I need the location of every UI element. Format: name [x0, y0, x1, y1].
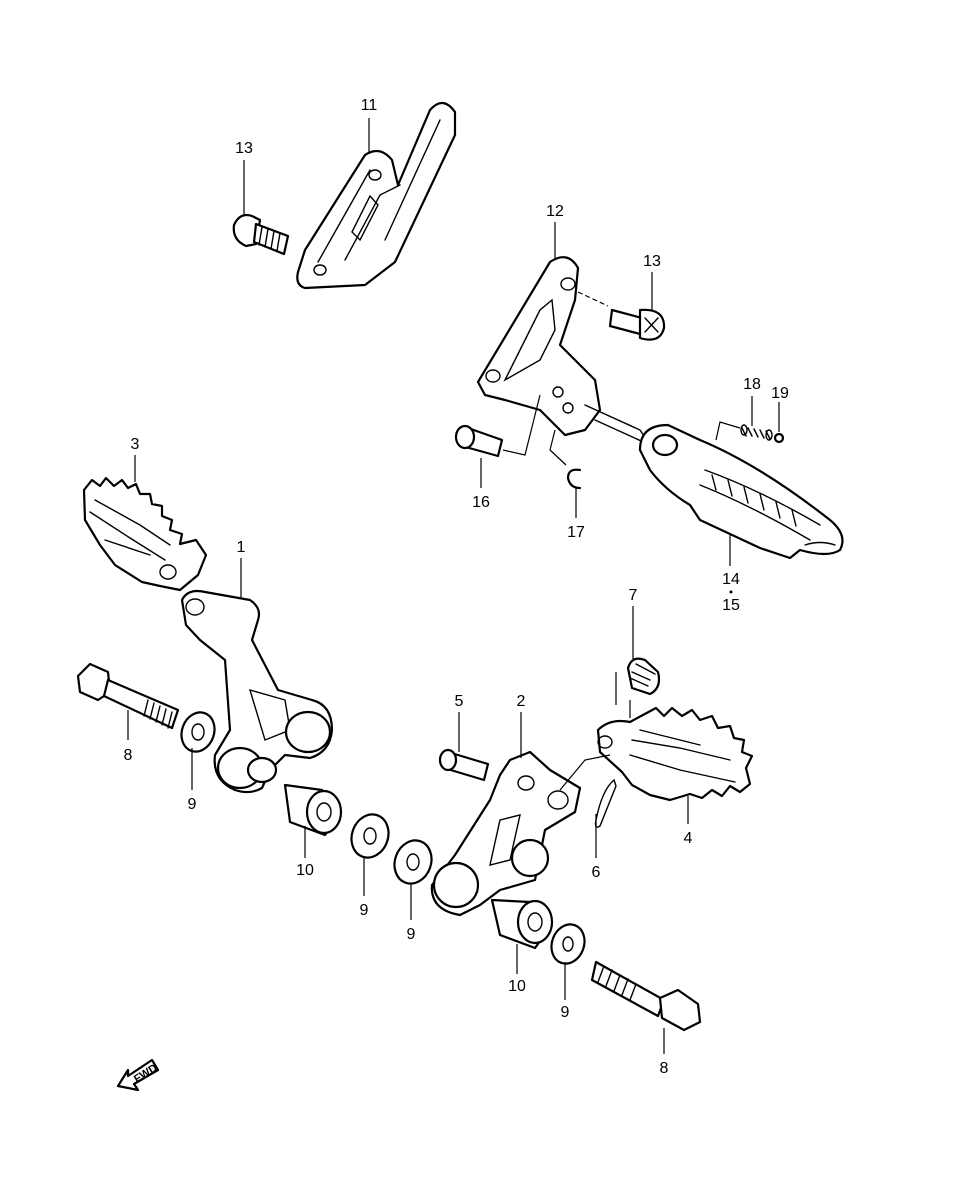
bushing-10-right-part [490, 898, 554, 950]
spring-7-part [615, 657, 661, 718]
e-clip-17-part [549, 429, 582, 490]
callout-19: 19 [771, 385, 789, 402]
callout-16: 16 [472, 494, 490, 511]
bolt-13-right-part [608, 308, 666, 341]
right-footrest-bracket-part [476, 256, 652, 447]
callout-9-a: 9 [188, 796, 197, 813]
pin-5-part [438, 748, 490, 782]
callout-9-d: 9 [561, 1004, 570, 1021]
callout-4: 4 [684, 830, 693, 847]
left-bracket-part [180, 589, 334, 794]
callout-14: 14 [722, 571, 740, 588]
callout-7: 7 [629, 587, 638, 604]
right-footrest-part [638, 423, 844, 560]
callout-8-right: 8 [660, 1060, 669, 1077]
callout-6: 6 [592, 864, 601, 881]
right-foot-peg-part [596, 706, 754, 802]
callout-labels: 11 13 12 13 18 19 3 16 17 1 14 15 7 5 2 … [124, 97, 789, 1077]
callout-5: 5 [455, 693, 464, 710]
bolt-8-left-part [76, 662, 180, 730]
bushing-10-left-part [283, 783, 343, 837]
callout-17: 17 [567, 524, 585, 541]
callout-10-left: 10 [296, 862, 314, 879]
spring-18-part [740, 424, 773, 441]
callout-dot [729, 590, 733, 594]
right-bracket-part [430, 750, 582, 917]
callout-13-right: 13 [643, 253, 661, 270]
washer-9-b-part [350, 813, 390, 859]
callout-2: 2 [517, 693, 526, 710]
washer-9-c-part [393, 839, 433, 885]
callout-9-b: 9 [360, 902, 369, 919]
callout-18: 18 [743, 376, 761, 393]
callout-1: 1 [237, 539, 246, 556]
bolt-13-left-part [232, 213, 290, 256]
left-foot-peg-part [82, 476, 208, 592]
callout-15: 15 [722, 597, 740, 614]
washer-9-a-part [180, 711, 216, 753]
callout-10-right: 10 [508, 978, 526, 995]
callout-8-left: 8 [124, 747, 133, 764]
ball-19-part [773, 432, 785, 444]
cotter-pin-6-part [594, 778, 617, 828]
callout-12: 12 [546, 203, 564, 220]
pin-16-part [454, 424, 504, 458]
callout-9-c: 9 [407, 926, 416, 943]
leader-lines [127, 118, 780, 1054]
bolt-8-right-part [590, 960, 702, 1032]
washer-9-d-part [550, 923, 586, 965]
callout-13-left: 13 [235, 140, 253, 157]
heel-guard-plate-part [296, 101, 457, 290]
direction-arrow-icon: FWD [116, 1058, 160, 1092]
callout-3: 3 [131, 436, 140, 453]
callout-11: 11 [361, 97, 378, 114]
